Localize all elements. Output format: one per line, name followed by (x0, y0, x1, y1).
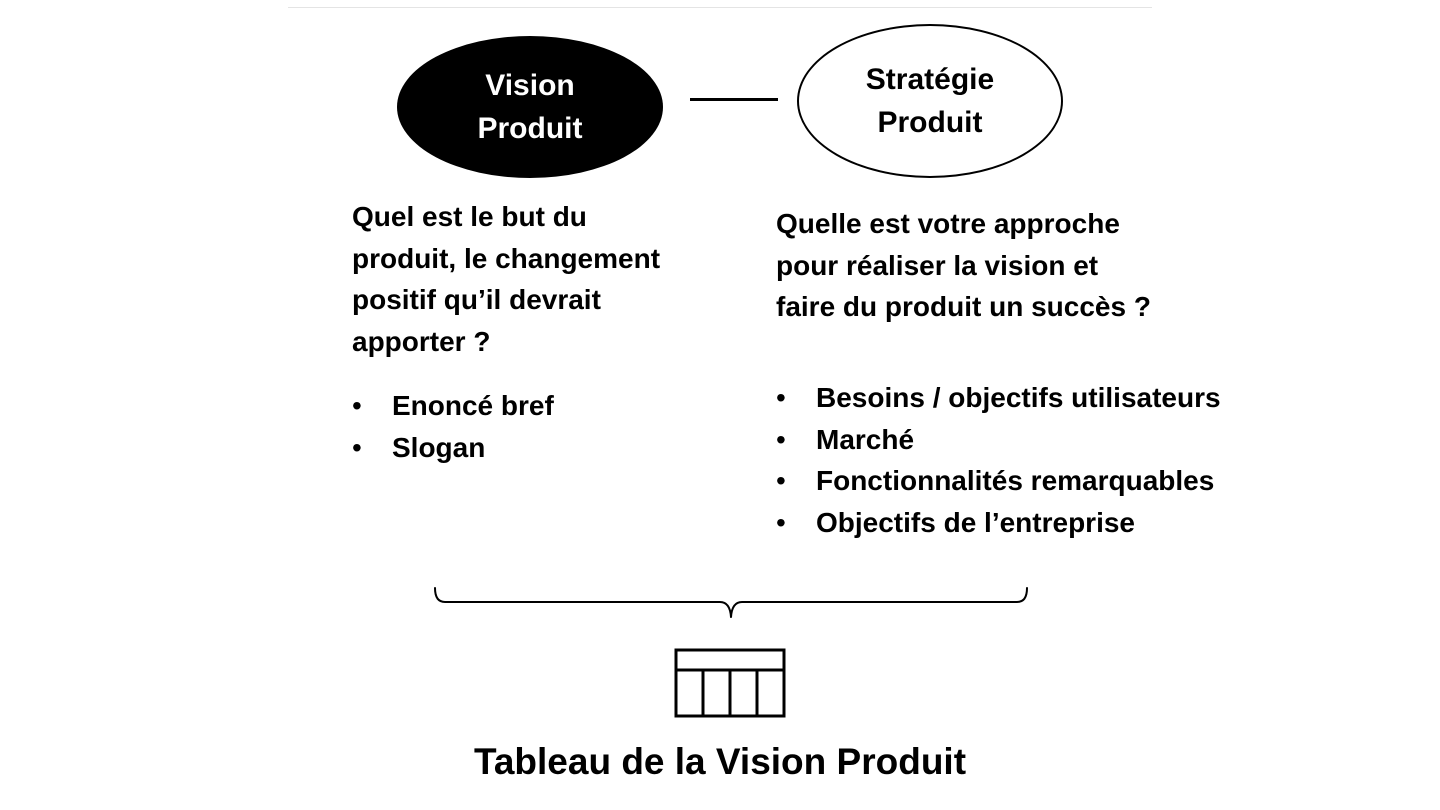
list-item: • Enoncé bref (352, 385, 554, 427)
strategie-title-line-1: Stratégie (865, 63, 995, 96)
vision-question-line: Quel est le but du (352, 201, 587, 232)
bullet-icon: • (352, 390, 362, 421)
list-item-label: Objectifs de l’entreprise (816, 506, 1135, 538)
strategie-question-line: faire du produit un succès ? (776, 291, 1151, 322)
bullet-icon: • (352, 431, 362, 463)
strategie-produit-label: Stratégie Produit (866, 58, 994, 144)
connector-line (690, 98, 778, 101)
vision-produit-ellipse: Vision Produit (397, 36, 663, 178)
list-item-label: Besoins / objectifs utilisateurs (816, 382, 1221, 413)
vision-title-line-1: Vision (485, 69, 575, 102)
list-item: • Marché (776, 419, 1221, 461)
vision-title-line-2: Produit (477, 112, 583, 145)
list-item: • Besoins / objectifs utilisateurs (776, 377, 1221, 419)
table-icon (674, 648, 786, 718)
vision-question: Quel est le but du produit, le changemen… (352, 196, 660, 362)
vision-question-line: apporter ? (352, 325, 491, 357)
top-divider (288, 7, 1152, 8)
vision-question-line: produit, le changement (352, 242, 661, 274)
list-item: • Fonctionnalités remarquables (776, 460, 1221, 502)
strategie-question-line: pour réaliser la vision et (776, 249, 1099, 281)
bullet-icon: • (776, 423, 786, 455)
strategie-title-line-2: Produit (877, 106, 983, 139)
bullet-icon: • (776, 382, 786, 413)
strategie-question: Quelle est votre approche pour réaliser … (776, 203, 1151, 328)
list-item-label: Enoncé bref (392, 390, 554, 421)
vision-question-line: positif qu’il devrait (352, 284, 601, 315)
list-item-label: Marché (816, 423, 915, 455)
list-item: • Slogan (352, 427, 554, 469)
list-item: • Objectifs de l’entreprise (776, 502, 1221, 544)
vision-produit-label: Vision Produit (478, 64, 583, 150)
curly-brace-icon (434, 587, 1028, 618)
diagram-caption: Tableau de la Vision Produit (473, 741, 967, 782)
list-item-label: Slogan (392, 431, 486, 463)
strategie-produit-ellipse: Stratégie Produit (797, 24, 1063, 178)
vision-bullet-list: • Enoncé bref • Slogan (352, 385, 554, 468)
strategie-bullet-list: • Besoins / objectifs utilisateurs • Mar… (776, 377, 1221, 543)
bullet-icon: • (776, 465, 786, 496)
strategie-question-line: Quelle est votre approche (776, 208, 1120, 239)
bullet-icon: • (776, 506, 786, 538)
list-item-label: Fonctionnalités remarquables (816, 465, 1215, 496)
